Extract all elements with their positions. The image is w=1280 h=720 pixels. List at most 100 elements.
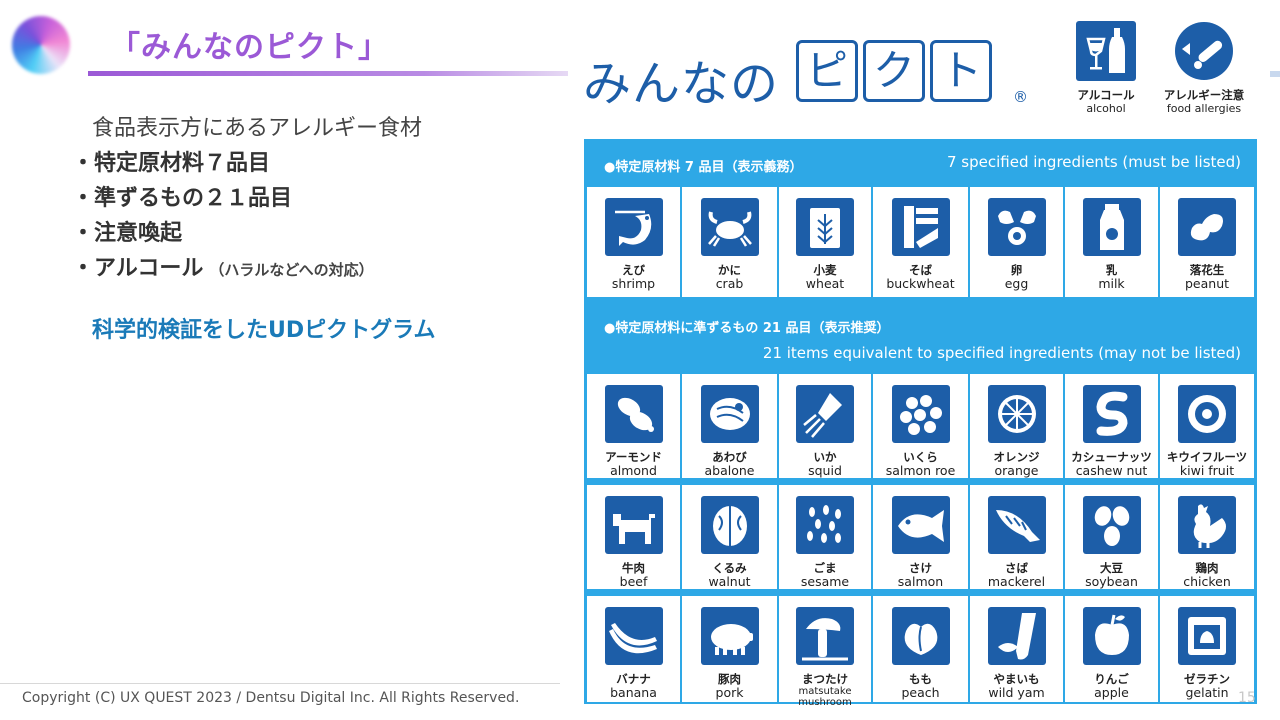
- beef-icon: [604, 496, 663, 554]
- pictogram-label-jp: りんご: [1094, 672, 1129, 686]
- brand-gradient-logo: [12, 16, 70, 74]
- pork-icon: [700, 607, 759, 665]
- pictogram-label-jp: さば: [1005, 561, 1028, 575]
- pictogram-label-en: chicken: [1183, 574, 1231, 589]
- pictogram-label-en: beef: [619, 574, 648, 589]
- crab-icon: [700, 198, 759, 256]
- pictogram-label-en: banana: [610, 685, 657, 700]
- pictogram-label-en: egg: [1004, 276, 1029, 291]
- peach-icon: [891, 607, 950, 665]
- edge-accent: [1270, 71, 1280, 77]
- pictogram-label-jp: えび: [622, 263, 645, 277]
- pictogram-label-jp: あわび: [712, 450, 747, 464]
- bullet-item: ・注意喚起: [72, 216, 552, 251]
- alcohol-icon: [1076, 21, 1136, 81]
- milk-icon: [1082, 198, 1141, 256]
- pictogram-label-en: peach: [901, 685, 940, 700]
- pictogram-label-en: abalone: [704, 463, 755, 478]
- intro-text: 食品表示方にあるアレルギー食材: [92, 116, 423, 141]
- bullet-text: ・アルコール: [72, 256, 204, 281]
- title-underline: [88, 71, 568, 76]
- pictogram-label-en: walnut: [708, 574, 751, 589]
- footer-divider: [0, 683, 560, 684]
- pictogram-label-jp: くるみ: [712, 561, 747, 575]
- banana-icon: [604, 607, 663, 665]
- food-allergies-pictogram: アレルギー注意 food allergies: [1156, 21, 1252, 115]
- mackerel-icon: [987, 496, 1046, 554]
- bullet-item: ・アルコール （ハラルなどへの対応）: [72, 251, 552, 286]
- pictogram-label-jp: ごま: [813, 561, 837, 575]
- pictogram-label-en: orange: [994, 463, 1039, 478]
- pictogram-label-jp: 牛肉: [622, 561, 645, 575]
- pictogram-label-en: milk: [1098, 276, 1125, 291]
- pictogram-label-jp: 乳: [1105, 263, 1118, 277]
- pictogram-label-en: cashew nut: [1075, 463, 1148, 478]
- section2-title-jp: ●特定原材料に準ずるもの 21 品目（表示推奨）: [604, 321, 890, 336]
- ud-pictogram-line: 科学的検証をしたUDピクトグラム: [92, 318, 436, 343]
- side-pict-jp: アルコール: [1077, 88, 1135, 102]
- pictogram-label-jp: もも: [909, 672, 932, 686]
- section1-header: ●特定原材料 7 品目（表示義務） 7 specified ingredient…: [584, 139, 1257, 185]
- pictogram-label-jp: キウイフルーツ: [1166, 450, 1248, 464]
- pictogram-label-jp: 大豆: [1100, 561, 1123, 575]
- bullet-note: （ハラルなどへの対応）: [209, 261, 374, 279]
- peanut-icon: [1178, 198, 1236, 256]
- pictogram-label-en: mackerel: [987, 574, 1046, 589]
- pictogram-label-en: salmon roe: [885, 463, 956, 478]
- pictogram-label-jp: ゼラチン: [1184, 672, 1230, 686]
- section1-title-jp: ●特定原材料 7 品目（表示義務）: [604, 160, 803, 175]
- pictogram-label-en: buckwheat: [886, 276, 955, 291]
- bullet-item: ・準ずるもの２１品目: [72, 181, 552, 216]
- pictogram-label-en: kiwi fruit: [1179, 463, 1235, 478]
- bullet-text: ・特定原材料７品目: [72, 151, 271, 176]
- page-number: 15: [1238, 690, 1256, 706]
- pictogram-label-en: apple: [1094, 685, 1129, 700]
- cashew-nut-icon: [1082, 385, 1141, 443]
- pictogram-label-jp: 豚肉: [718, 672, 741, 686]
- egg-icon: [987, 198, 1046, 256]
- apple-icon: [1082, 607, 1141, 665]
- pictogram-label-jp: オレンジ: [993, 450, 1040, 464]
- abalone-icon: [700, 385, 759, 443]
- pictogram-label-jp: さけ: [909, 561, 932, 575]
- pictogram-label-jp: 卵: [1010, 263, 1023, 277]
- orange-icon: [987, 385, 1046, 443]
- pictogram-label-en: squid: [808, 463, 842, 478]
- pictogram-label-jp: いくら: [903, 450, 938, 464]
- wheat-icon: [796, 198, 854, 256]
- salmon-roe-icon: [891, 385, 950, 443]
- pictogram-label-jp: アーモンド: [605, 450, 662, 464]
- pictogram-label-jp: やまいも: [993, 672, 1040, 686]
- pictogram-label-jp: バナナ: [616, 672, 651, 686]
- side-pict-jp: アレルギー注意: [1163, 88, 1245, 102]
- section2-title-en: 21 items equivalent to specified ingredi…: [762, 344, 1241, 362]
- pictogram-label-en: shrimp: [611, 276, 656, 291]
- gelatin-icon: [1178, 607, 1236, 665]
- pictogram-label-en: almond: [610, 463, 657, 478]
- bullet-list: 食品表示方にあるアレルギー食材 ・特定原材料７品目 ・準ずるもの２１品目 ・注意…: [72, 112, 552, 344]
- pictogram-label-jp: 小麦: [813, 263, 837, 277]
- wordmark-boxes: ピ ク ト: [796, 40, 992, 102]
- shrimp-icon: [604, 198, 663, 256]
- pictogram-label-en: pork: [715, 685, 744, 700]
- pictogram-label-jp: まつたけ: [802, 672, 848, 686]
- sesame-icon: [796, 496, 854, 554]
- pictogram-label-en: wheat: [805, 276, 845, 291]
- pictogram-label-jp: かに: [718, 263, 741, 277]
- wordmark-box: ピ: [796, 40, 858, 102]
